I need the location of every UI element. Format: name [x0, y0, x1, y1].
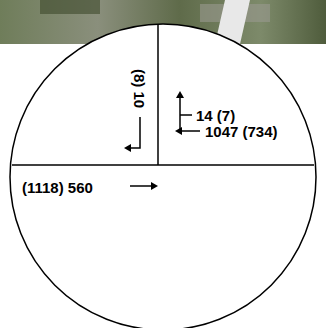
volume-label: (8) 10	[133, 68, 148, 107]
volume-label: 14 (7)	[196, 108, 235, 123]
movement-arrow	[126, 95, 200, 186]
intersection-circle	[10, 24, 316, 328]
volume-label: 1047 (734)	[205, 124, 278, 139]
road-line	[12, 164, 314, 166]
aerial-photo	[40, 0, 100, 14]
volume-label: (1118) 560	[22, 180, 93, 195]
road-line	[157, 24, 159, 165]
